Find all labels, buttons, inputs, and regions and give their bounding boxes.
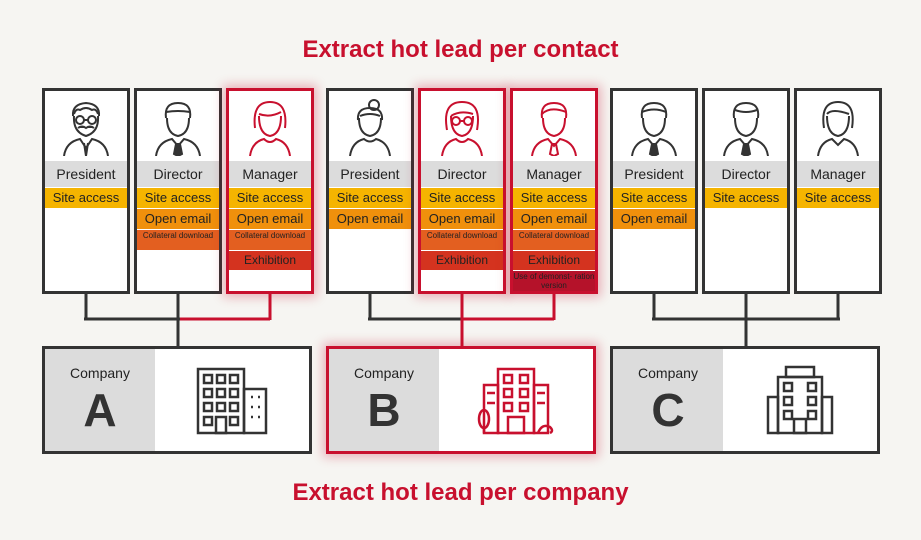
activity-open-email: Open email [137, 209, 219, 229]
director-avatar-icon [137, 91, 219, 161]
director-female-avatar-icon [421, 91, 503, 161]
contact-card-company-c-president: President Site access Open email [610, 88, 698, 294]
activity-site-access: Site access [613, 188, 695, 208]
activity-exhibition: Exhibition [229, 251, 311, 270]
title-hot-lead-per-company: Extract hot lead per company [292, 479, 629, 506]
company-label: Company [70, 365, 130, 381]
building-icon [155, 349, 309, 451]
building-icon [723, 349, 877, 451]
activity-collateral-download: Collateral download [229, 230, 311, 250]
contact-card-company-c-manager: Manager Site access [794, 88, 882, 294]
activity-collateral-download: Collateral download [421, 230, 503, 250]
company-label-panel: Company B [329, 349, 439, 451]
president-female-avatar-icon [329, 91, 411, 161]
role-label: Director [137, 161, 219, 187]
role-label: President [45, 161, 127, 187]
activity-open-email: Open email [229, 209, 311, 229]
director-avatar-icon [705, 91, 787, 161]
contact-card-company-a-director: Director Site access Open email Collater… [134, 88, 222, 294]
company-box-c: Company C [610, 346, 880, 454]
company-letter: B [367, 384, 401, 436]
activity-open-email: Open email [421, 209, 503, 229]
role-label: Manager [513, 161, 595, 187]
president-avatar-icon [45, 91, 127, 161]
contact-card-company-a-manager: Manager Site access Open email Collatera… [226, 88, 314, 294]
company-label-panel: Company A [45, 349, 155, 451]
manager-female-avatar-icon [797, 91, 879, 161]
activity-collateral-download: Collateral download [513, 230, 595, 250]
manager-female-avatar-icon [229, 91, 311, 161]
building-icon [439, 349, 593, 451]
role-label: Manager [229, 161, 311, 187]
role-label: Director [421, 161, 503, 187]
activity-site-access: Site access [421, 188, 503, 208]
activity-exhibition: Exhibition [421, 251, 503, 270]
company-label: Company [638, 365, 698, 381]
president-avatar-icon [613, 91, 695, 161]
activity-site-access: Site access [797, 188, 879, 208]
activity-exhibition: Exhibition [513, 251, 595, 270]
role-label: Manager [797, 161, 879, 187]
activity-open-email: Open email [613, 209, 695, 229]
role-label: Director [705, 161, 787, 187]
activity-site-access: Site access [45, 188, 127, 208]
activity-use-of-demo-version: Use of demonst- ration version [513, 271, 595, 291]
contact-card-company-b-director: Director Site access Open email Collater… [418, 88, 506, 294]
activity-open-email: Open email [513, 209, 595, 229]
role-label: President [613, 161, 695, 187]
manager-male-avatar-icon [513, 91, 595, 161]
activity-site-access: Site access [513, 188, 595, 208]
activity-open-email: Open email [329, 209, 411, 229]
contact-card-company-b-manager: Manager Site access Open email Collatera… [510, 88, 598, 294]
activity-site-access: Site access [329, 188, 411, 208]
company-box-a: Company A [42, 346, 312, 454]
company-label: Company [354, 365, 414, 381]
activity-site-access: Site access [705, 188, 787, 208]
activity-site-access: Site access [229, 188, 311, 208]
company-letter: C [651, 384, 685, 436]
role-label: President [329, 161, 411, 187]
contact-card-company-c-director: Director Site access [702, 88, 790, 294]
activity-site-access: Site access [137, 188, 219, 208]
contact-card-company-b-president: President Site access Open email [326, 88, 414, 294]
contact-card-company-a-president: President Site access [42, 88, 130, 294]
title-hot-lead-per-contact: Extract hot lead per contact [302, 36, 619, 63]
company-letter: A [83, 384, 117, 436]
company-label-panel: Company C [613, 349, 723, 451]
company-box-b: Company B [326, 346, 596, 454]
activity-collateral-download: Collateral download [137, 230, 219, 250]
